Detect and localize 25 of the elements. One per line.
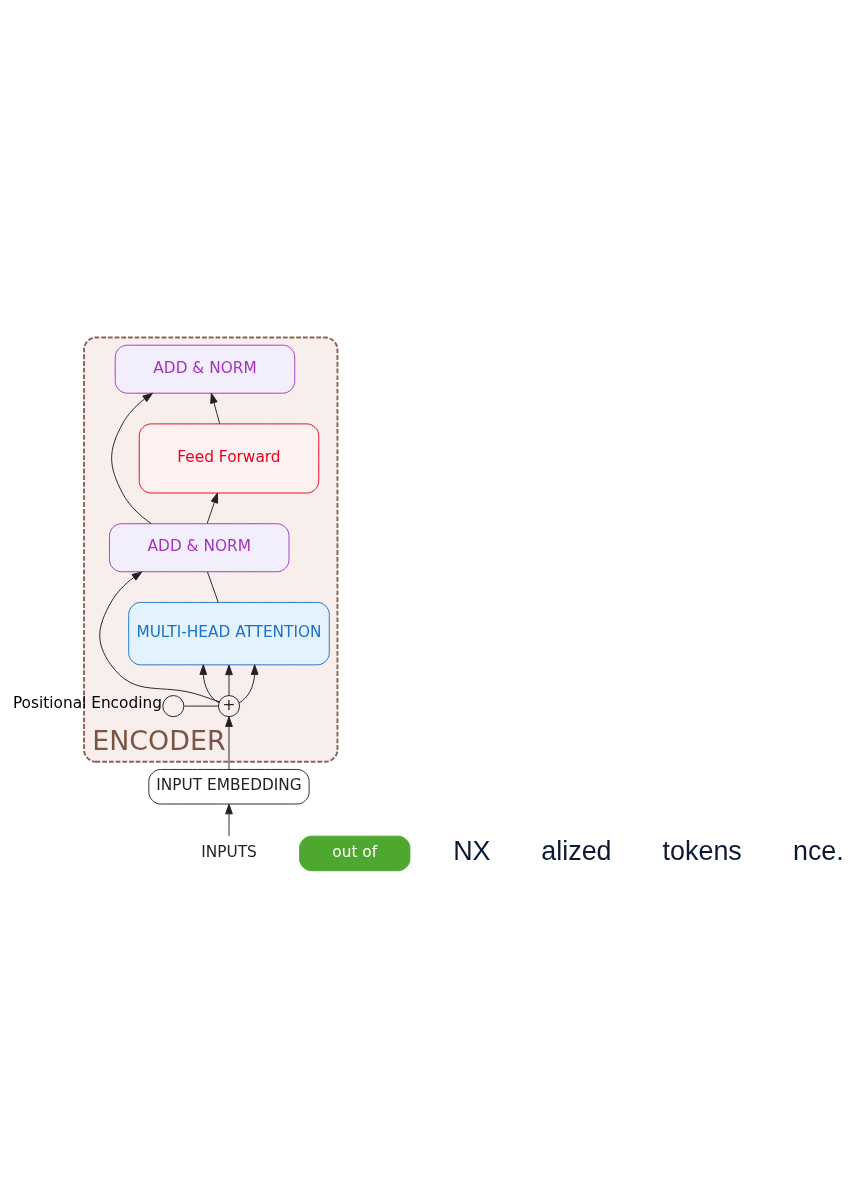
arrow: [238, 664, 259, 704]
connector: [183, 705, 219, 707]
label: nce.: [792, 836, 844, 867]
node-box: ADD & NORM: [109, 523, 290, 573]
node-box: out of: [299, 835, 411, 872]
arrow: [225, 664, 233, 696]
node-box: ADD & NORM: [114, 344, 296, 394]
node-circle: [162, 695, 185, 718]
arrow: [111, 392, 154, 525]
arrow: [99, 571, 220, 703]
arrow: [199, 664, 220, 704]
arrow: [225, 716, 233, 770]
arrow: [210, 392, 221, 425]
node-box: MULTI-HEAD ATTENTION: [128, 601, 330, 666]
label: alized: [541, 836, 612, 867]
node-text: INPUTS: [201, 843, 257, 862]
node-box: Feed Forward: [138, 423, 320, 494]
node-box: INPUT EMBEDDING: [148, 769, 310, 805]
label: tokens: [662, 836, 742, 867]
arrow: [206, 492, 219, 524]
label: NX: [453, 836, 491, 867]
arrow: [225, 803, 233, 837]
node-circle: +: [217, 695, 241, 718]
node-label: Positional Encoding: [12, 693, 162, 712]
connector: [206, 571, 219, 603]
